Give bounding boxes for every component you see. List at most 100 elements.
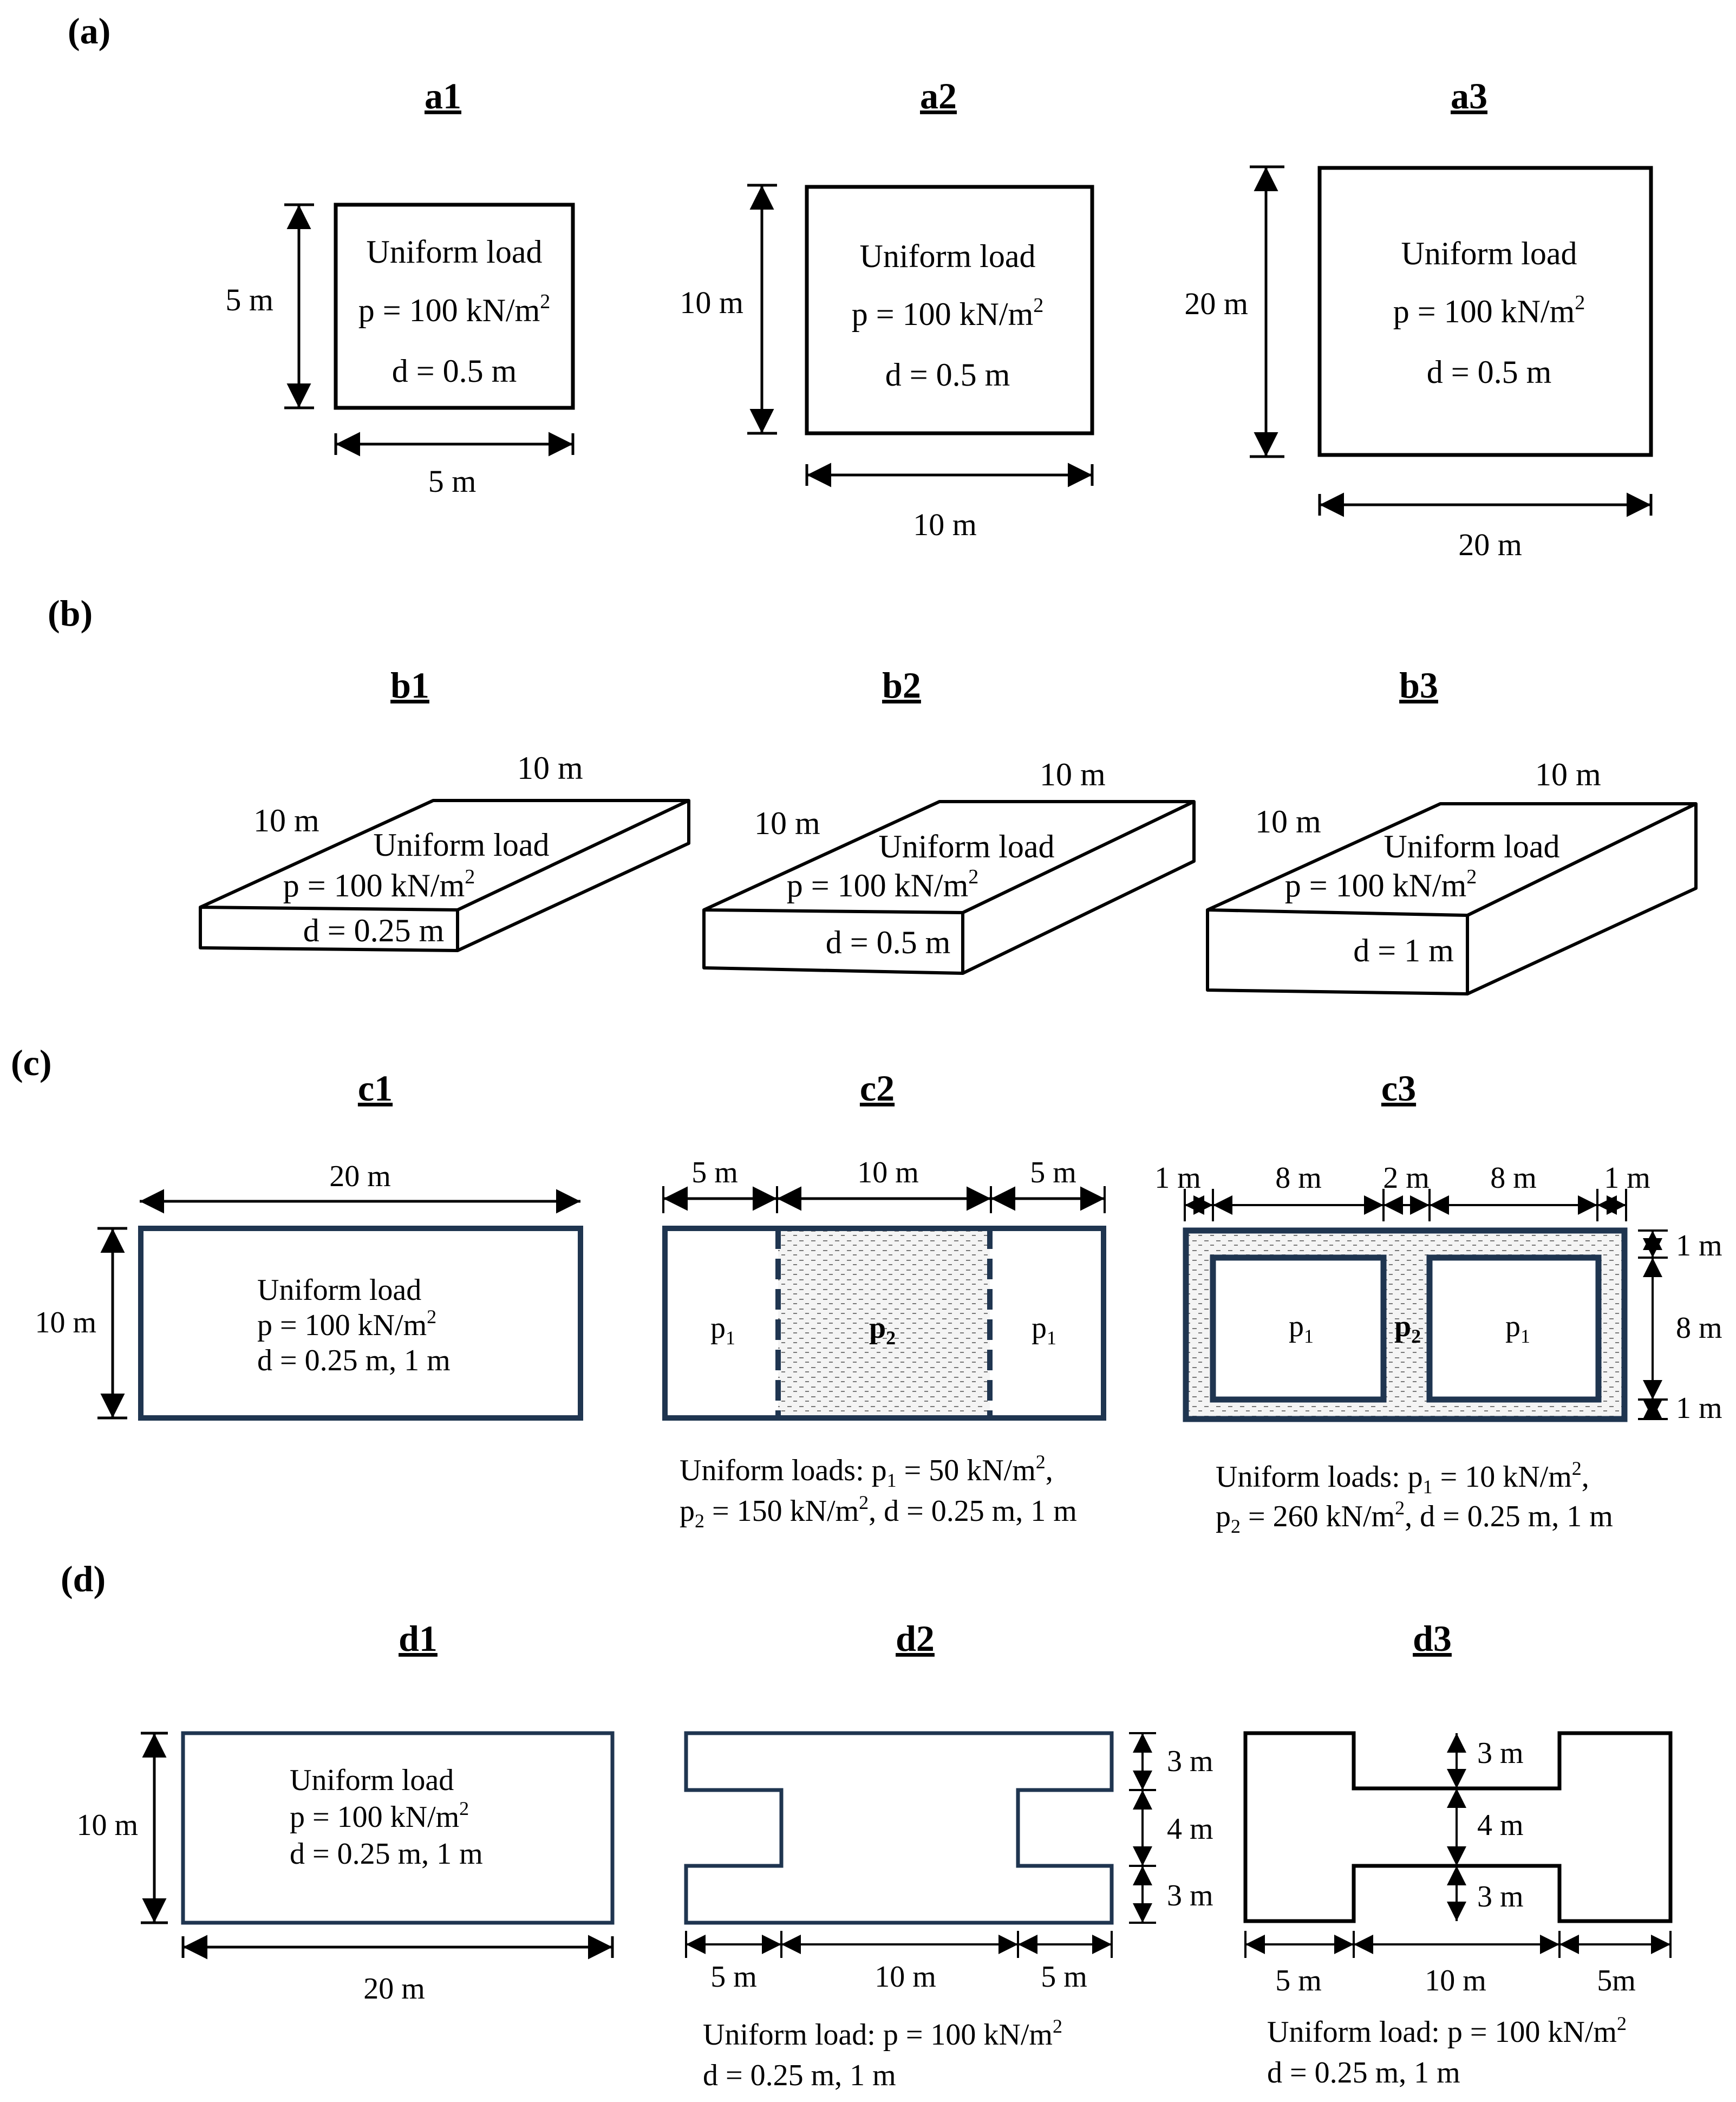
- load-label-a2: Uniform load: [860, 238, 1036, 274]
- left-dim-b1: 10 m: [253, 803, 319, 838]
- slab-b3: [1206, 802, 1698, 995]
- dim-c3-t3-label: 2 m: [1383, 1161, 1430, 1195]
- panel-a3: a3 Uniform load p = 100 kN/m2 d = 0.5 m …: [1184, 75, 1653, 562]
- caption-d3-line1: Uniform load: p = 100 kN/m2: [1267, 2013, 1627, 2049]
- panel-a2: a2 Uniform load p = 100 kN/m2 d = 0.5 m …: [680, 75, 1094, 542]
- panel-b1: b1 10 m 10 m Uniform load p = 100 kN/m2 …: [199, 665, 690, 952]
- slab-a1: [334, 203, 575, 410]
- panel-title-c1: c1: [358, 1068, 393, 1109]
- load-label-c1: Uniform load: [257, 1273, 421, 1307]
- panel-title-d2: d2: [896, 1618, 935, 1659]
- dim-d2-r2-label: 4 m: [1167, 1812, 1213, 1846]
- pressure-label-c1: p = 100 kN/m2: [257, 1306, 436, 1342]
- section-label-b: (b): [48, 593, 93, 634]
- depth-label-a1: d = 0.5 m: [392, 353, 517, 389]
- dim-c2-right-label: 5 m: [1030, 1156, 1076, 1189]
- slab-d1: [181, 1731, 615, 1925]
- left-dim-b3: 10 m: [1255, 804, 1321, 840]
- pressure-label-b3: p = 100 kN/m2: [1285, 865, 1477, 903]
- panel-b2: b2 10 m 10 m Uniform load p = 100 kN/m2 …: [702, 665, 1196, 975]
- depth-label-a2: d = 0.5 m: [885, 357, 1010, 393]
- caption-d2-line1: Uniform load: p = 100 kN/m2: [703, 2015, 1062, 2052]
- depth-label-b3: d = 1 m: [1353, 933, 1454, 968]
- panel-c1: c1 20 m 10 m Uniform load p = 100 kN/m2 …: [35, 1068, 583, 1421]
- caption-c2-line2: p2 = 150 kN/m2, d = 0.25 m, 1 m: [680, 1492, 1077, 1532]
- width-label-a2: 10 m: [913, 507, 977, 542]
- depth-label-d1: d = 0.25 m, 1 m: [290, 1837, 483, 1871]
- height-label-c1: 10 m: [35, 1306, 96, 1339]
- dim-d2-b3-label: 5 m: [1041, 1960, 1087, 1994]
- height-label-d1: 10 m: [76, 1808, 138, 1842]
- panel-title-a1: a1: [425, 75, 461, 116]
- inner-panel-right-c3: [1426, 1254, 1602, 1403]
- dim-c2-left-label: 5 m: [691, 1156, 738, 1189]
- load-label-b1: Uniform load: [374, 827, 550, 863]
- width-label-a3: 20 m: [1458, 527, 1522, 562]
- pressure-label-b2: p = 100 kN/m2: [787, 865, 979, 903]
- panel-title-d3: d3: [1413, 1618, 1452, 1659]
- p1-right-c2: p1: [1032, 1311, 1056, 1349]
- slab-c3: [1183, 1227, 1628, 1422]
- dim-d3-b3-label: 5m: [1597, 1964, 1636, 1997]
- load-label-b3: Uniform load: [1384, 829, 1560, 864]
- caption-c3-line1: Uniform loads: p1 = 10 kN/m2,: [1216, 1457, 1589, 1498]
- p2-label-c3: p2: [1394, 1310, 1421, 1347]
- height-label-a3: 20 m: [1184, 286, 1248, 321]
- section-label-c: (c): [11, 1042, 51, 1083]
- panel-title-c3: c3: [1381, 1068, 1416, 1109]
- slab-c2: [662, 1226, 1106, 1421]
- width-label-a1: 5 m: [428, 464, 477, 499]
- dim-d3-r3-label: 3 m: [1477, 1880, 1524, 1914]
- caption-d3-line2: d = 0.25 m, 1 m: [1267, 2056, 1460, 2090]
- dim-c3-r2-label: 8 m: [1676, 1311, 1722, 1345]
- dim-d2-r3-label: 3 m: [1167, 1879, 1213, 1912]
- depth-label-c1: d = 0.25 m, 1 m: [257, 1344, 451, 1377]
- depth-label-b1: d = 0.25 m: [303, 913, 445, 948]
- pressure-label-a1: p = 100 kN/m2: [358, 290, 551, 328]
- panel-title-a2: a2: [920, 75, 957, 116]
- dim-c3-t1-label: 1 m: [1154, 1161, 1201, 1195]
- caption-d2-line2: d = 0.25 m, 1 m: [703, 2059, 896, 2092]
- panel-title-b1: b1: [390, 665, 429, 706]
- panel-title-c2: c2: [860, 1068, 895, 1109]
- panel-a1: a1 Uniform load p = 100 kN/m2 d = 0.5 m …: [225, 75, 575, 499]
- slab-b2: [702, 800, 1196, 975]
- load-label-a1: Uniform load: [367, 234, 543, 270]
- inner-panel-left-c3: [1210, 1254, 1387, 1403]
- load-label-d1: Uniform load: [290, 1763, 454, 1797]
- dim-c3-t5-label: 1 m: [1604, 1161, 1650, 1195]
- width-label-c1: 20 m: [329, 1160, 391, 1193]
- panel-d1: d1 Uniform load p = 100 kN/m2 d = 0.25 m…: [76, 1618, 615, 2006]
- dim-d3-r2-label: 4 m: [1477, 1808, 1524, 1842]
- caption-c3-line2: p2 = 260 kN/m2, d = 0.25 m, 1 m: [1216, 1497, 1613, 1537]
- section-label-a: (a): [68, 10, 110, 51]
- dim-c3-t4-label: 8 m: [1490, 1161, 1537, 1195]
- dim-d2-r1-label: 3 m: [1167, 1745, 1213, 1778]
- left-dim-b2: 10 m: [754, 805, 820, 841]
- depth-label-b2: d = 0.5 m: [826, 925, 951, 960]
- dim-c3-r3-label: 1 m: [1676, 1391, 1722, 1425]
- depth-label-a3: d = 0.5 m: [1427, 354, 1552, 390]
- panel-d3: d3 3 m 4 m 3 m 5 m 10 m 5m Uniform load:…: [1243, 1618, 1673, 2090]
- panel-c2: c2 5 m 10 m 5 m p1 p2 p1 Uniform loads: …: [662, 1068, 1106, 1532]
- dim-c3-t2-label: 8 m: [1275, 1161, 1322, 1195]
- caption-c2-line1: Uniform loads: p1 = 50 kN/m2,: [680, 1451, 1053, 1491]
- slab-a2: [805, 185, 1094, 435]
- width-label-d1: 20 m: [363, 1972, 425, 2006]
- panel-title-b2: b2: [882, 665, 921, 706]
- p1-left-c2: p1: [710, 1311, 735, 1349]
- pressure-label-a3: p = 100 kN/m2: [1393, 291, 1585, 329]
- slab-b1: [199, 799, 690, 952]
- slab-d2: [684, 1731, 1114, 1925]
- load-label-a3: Uniform load: [1401, 236, 1577, 271]
- panel-d2: d2 3 m 4 m 3 m 5 m 10 m 5 m Uniform load…: [684, 1618, 1213, 2092]
- p1-right-c3: p1: [1505, 1310, 1530, 1347]
- dim-d3-b2-label: 10 m: [1425, 1964, 1486, 1997]
- load-label-b2: Uniform load: [879, 829, 1055, 864]
- slab-a3: [1317, 166, 1653, 457]
- panel-title-b3: b3: [1399, 665, 1438, 706]
- p1-left-c3: p1: [1289, 1310, 1314, 1347]
- dim-d3-r1-label: 3 m: [1477, 1736, 1524, 1770]
- top-dim-b1: 10 m: [517, 750, 583, 786]
